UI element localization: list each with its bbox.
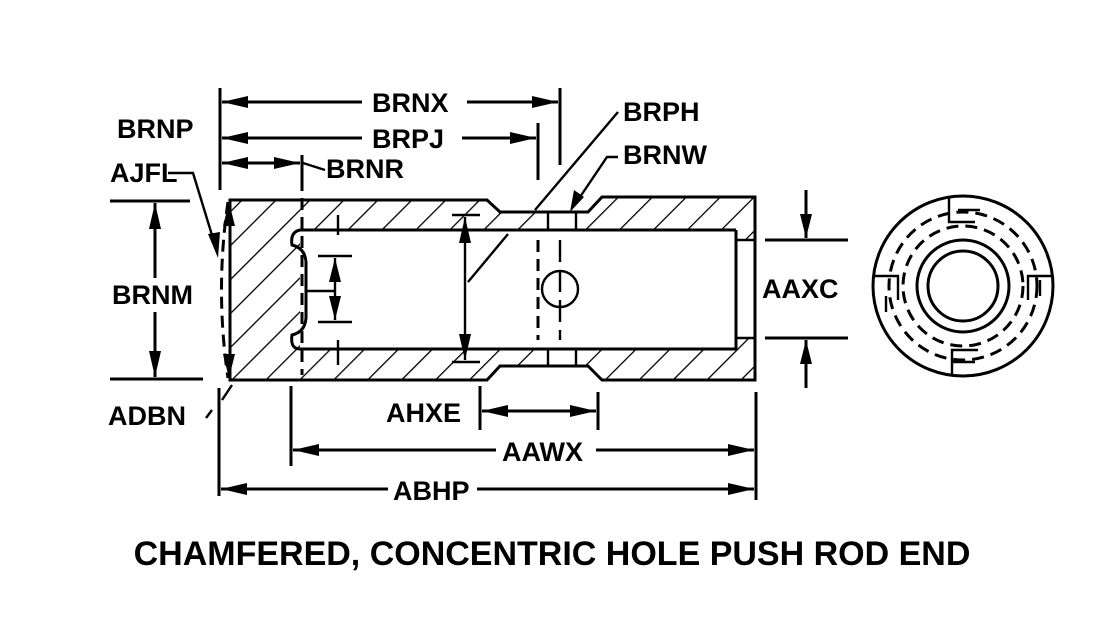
leader-line [168,171,217,246]
top-dimensions: BRNX BRPJ BRNR BRNP AJFL BRPH BRNW [110,88,707,258]
cross-hole-notch [947,197,980,224]
arrowhead [459,334,471,360]
label-aaxc: AAXC [762,274,839,304]
arrowhead [459,217,471,243]
arrowhead [329,258,341,282]
arrowhead [293,444,319,456]
side-section-view [220,160,757,382]
hidden-circle [887,210,1039,362]
left-dimensions: BRNM ADBN [108,199,235,431]
arrowhead [149,203,161,229]
cross-hole-notch [1026,274,1052,300]
arrowhead [510,132,536,144]
arrowhead [223,202,235,226]
bore-circle [926,249,1000,323]
leader-line [302,161,326,172]
label-brph: BRPH [623,97,700,127]
label-brnw: BRNW [623,140,707,170]
label-brpj: BRPJ [372,124,444,154]
arrowhead [728,444,754,456]
arrowhead [570,190,584,212]
label-adbn: ADBN [108,401,186,431]
label-brnm: BRNM [112,280,193,310]
bore-outline [290,228,738,351]
label-aawx: AAWX [502,437,583,467]
arrowhead [329,296,341,320]
bottom-dimensions: AHXE AAWX ABHP [217,386,758,506]
label-brnp: BRNP [117,114,194,144]
arrowhead [222,96,248,108]
arrowhead [149,351,161,377]
counterbore-circle [915,238,1011,334]
outer-circle [871,194,1055,378]
arrowhead [208,232,220,258]
chamfer-hidden-line [220,201,230,379]
arrowhead [532,96,558,108]
arrowhead [221,483,247,495]
diagram-title: CHAMFERED, CONCENTRIC HOLE PUSH ROD END [134,535,971,573]
arrowhead [223,354,235,378]
right-dimensions: AAXC [762,190,848,388]
label-brnr: BRNR [326,154,404,184]
leader-line [221,384,233,401]
cross-hole-notch [950,348,978,375]
leader-line [534,111,619,211]
leader-line [467,233,509,283]
arrowhead [728,483,754,495]
end-view [871,194,1055,378]
label-brnx: BRNX [372,88,449,118]
label-ahxe: AHXE [386,398,461,428]
arrowhead [800,214,812,238]
arrowhead [222,132,248,144]
cross-hole-notch [874,274,900,312]
label-abhp: ABHP [393,476,470,506]
arrowhead [482,405,508,417]
leader-line [577,155,618,201]
hidden-circle [901,224,1025,348]
arrowhead [800,340,812,364]
leader-line [205,409,213,419]
arrowhead [274,157,300,169]
arrowhead [222,157,248,169]
label-ajfl: AJFL [110,158,178,188]
arrowhead [570,405,596,417]
body-outline [228,195,757,382]
